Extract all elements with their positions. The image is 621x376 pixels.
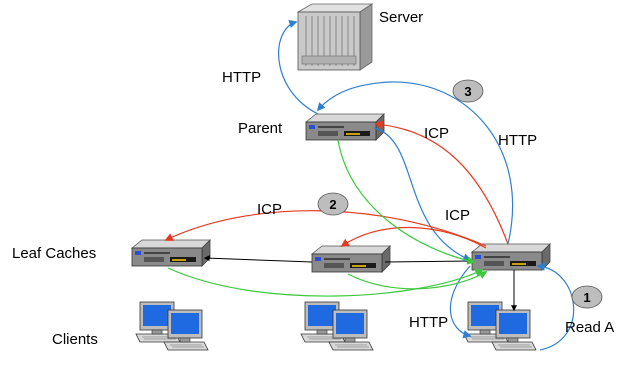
icp-mid-label: ICP xyxy=(445,207,470,224)
icp-paths xyxy=(164,120,509,249)
svg-text:3: 3 xyxy=(464,84,471,99)
leaf-cache-middle-icon xyxy=(311,245,391,273)
step-badge-2: 2 xyxy=(317,192,349,216)
icp-parent-label: ICP xyxy=(424,125,449,142)
http-paths xyxy=(278,19,575,351)
http-parent-label: HTTP xyxy=(498,132,537,149)
leaf-caches-label: Leaf Caches xyxy=(12,245,96,262)
server-label: Server xyxy=(379,9,423,26)
http-server-parent-label: HTTP xyxy=(222,69,261,86)
http-client-label: HTTP xyxy=(409,314,448,331)
read-a-label: Read A xyxy=(565,319,614,336)
icp-left-label: ICP xyxy=(257,201,282,218)
step-badge-1: 1 xyxy=(571,285,603,309)
reply-paths xyxy=(167,139,488,297)
clients-label: Clients xyxy=(52,331,98,348)
step-badge-3: 3 xyxy=(452,79,484,103)
client-group-left-icon xyxy=(136,302,208,350)
server-rack-icon xyxy=(296,3,374,71)
parent-label: Parent xyxy=(238,120,283,137)
svg-text:1: 1 xyxy=(583,290,590,305)
leaf-link-lines xyxy=(203,255,517,312)
svg-text:2: 2 xyxy=(329,197,336,212)
client-group-middle-icon xyxy=(301,302,373,350)
client-group-right-icon xyxy=(464,302,536,350)
parent-cache-icon xyxy=(305,113,385,141)
leaf-cache-left-icon xyxy=(131,239,211,267)
